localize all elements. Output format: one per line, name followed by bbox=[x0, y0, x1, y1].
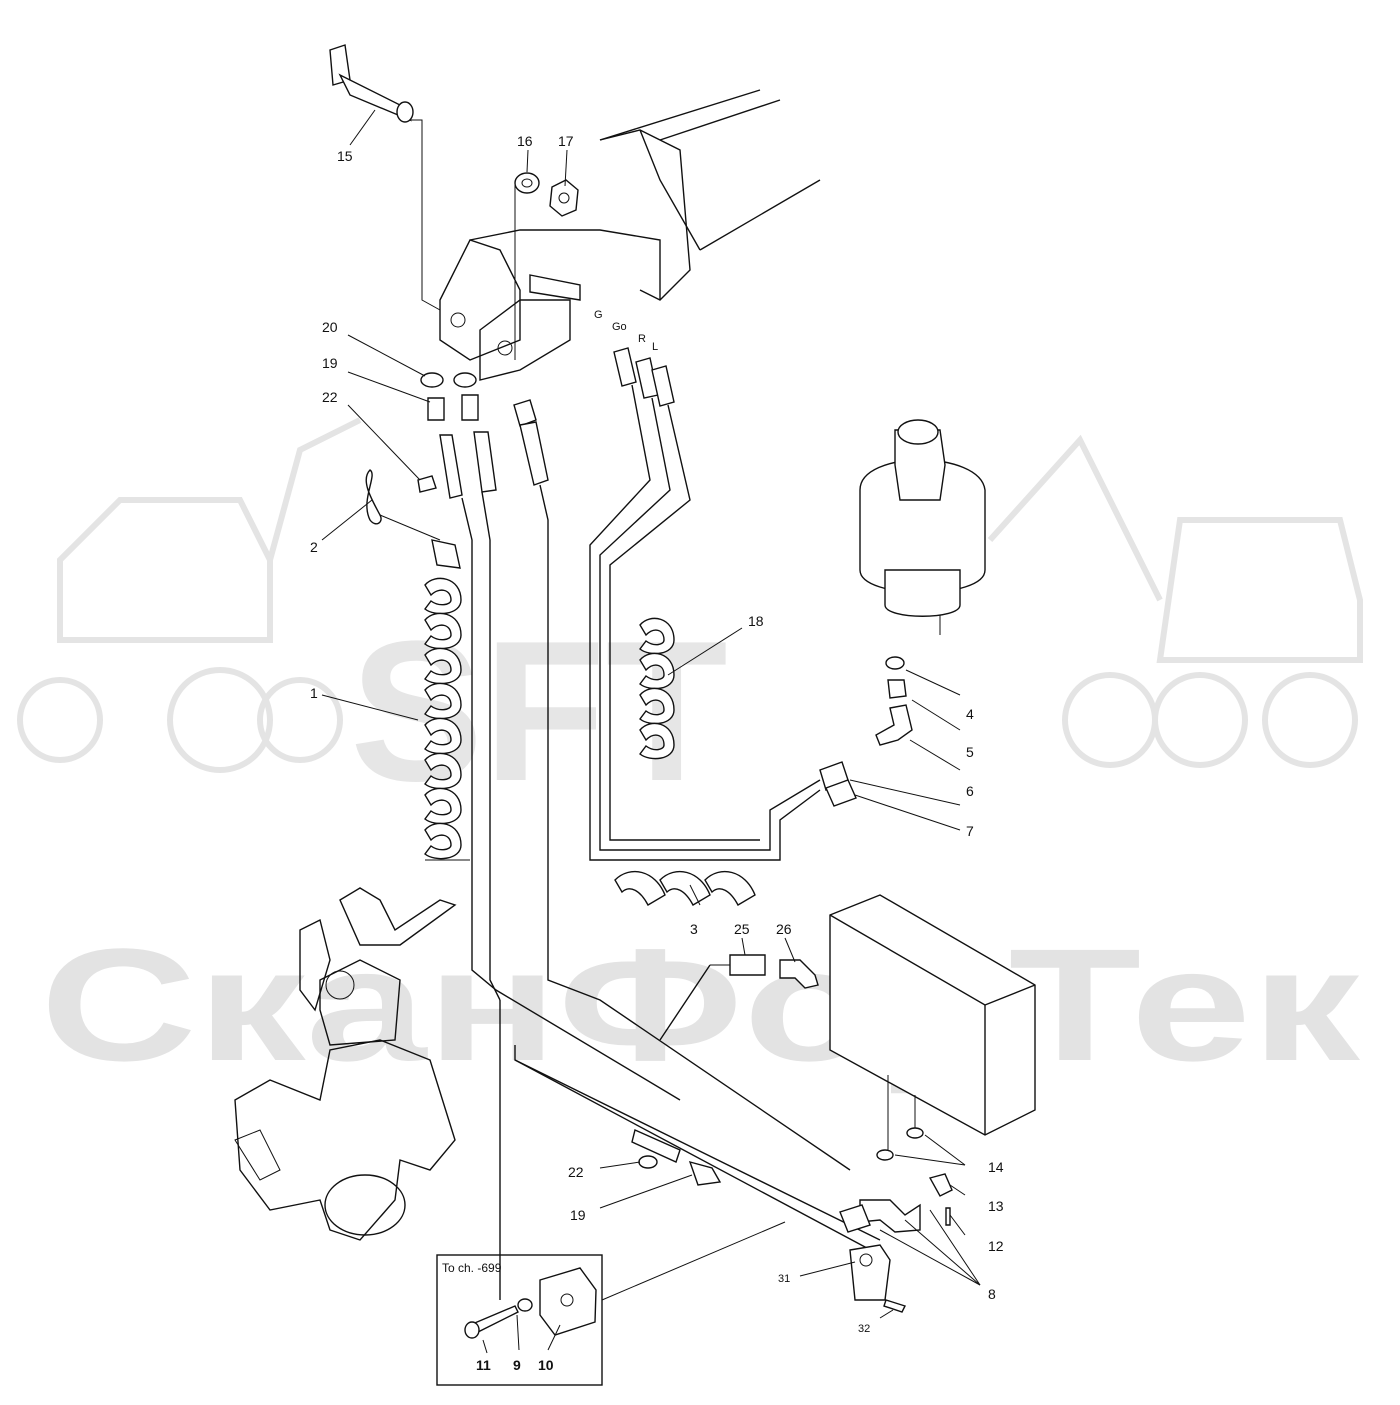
callout-17: 17 bbox=[558, 133, 574, 149]
lower-fittings-22-19 bbox=[599, 1129, 722, 1209]
callout-32: 32 bbox=[858, 1323, 870, 1335]
tank-box bbox=[829, 894, 1036, 1150]
spiral-coil bbox=[424, 787, 462, 825]
part-19-adapter bbox=[427, 397, 445, 421]
hose-mark-l: L bbox=[652, 341, 658, 353]
callout-11: 11 bbox=[476, 1357, 491, 1373]
callout-16: 16 bbox=[517, 133, 533, 149]
spiral-coil bbox=[424, 752, 462, 790]
callouts: 15 16 17 20 19 22 2 1 18 4 5 6 7 3 25 26… bbox=[310, 133, 1004, 1373]
callout-19-lower: 19 bbox=[570, 1207, 586, 1223]
callout-10: 10 bbox=[538, 1357, 554, 1373]
spiral-coil bbox=[639, 617, 675, 655]
callout-22-lower: 22 bbox=[568, 1164, 584, 1180]
callout-7: 7 bbox=[966, 823, 974, 839]
callout-14: 14 bbox=[988, 1159, 1004, 1175]
part-15-pin bbox=[329, 44, 441, 311]
callout-20: 20 bbox=[322, 319, 338, 335]
part-17-nut bbox=[549, 179, 579, 217]
cylinder-mount bbox=[859, 419, 986, 635]
spiral-coil bbox=[424, 577, 462, 615]
callout-2: 2 bbox=[310, 539, 318, 555]
callout-9: 9 bbox=[513, 1357, 521, 1373]
part-32-pin bbox=[879, 1299, 906, 1319]
part-31-bracket bbox=[799, 1244, 891, 1301]
part-3-spiral bbox=[614, 870, 756, 906]
spiral-coil bbox=[424, 612, 462, 650]
watermark-word: СканФорТек bbox=[40, 915, 1361, 1094]
callout-3: 3 bbox=[690, 921, 698, 937]
callout-1: 1 bbox=[310, 685, 318, 701]
spiral-coil bbox=[424, 717, 462, 755]
spiral-coil bbox=[424, 822, 462, 860]
callout-15: 15 bbox=[337, 148, 353, 164]
watermark-tractor-right bbox=[987, 434, 1363, 768]
upper-fittings bbox=[417, 372, 549, 499]
spiral-coil bbox=[639, 652, 675, 690]
callout-8: 8 bbox=[988, 1286, 996, 1302]
part-16-washer bbox=[514, 172, 540, 360]
callout-13: 13 bbox=[988, 1198, 1004, 1214]
callout-4: 4 bbox=[966, 706, 974, 722]
callout-26: 26 bbox=[776, 921, 792, 937]
callout-25: 25 bbox=[734, 921, 750, 937]
callout-31: 31 bbox=[778, 1273, 790, 1285]
gor-connectors bbox=[613, 347, 675, 407]
spiral-coil bbox=[639, 687, 675, 725]
watermark-tractor-left bbox=[17, 417, 362, 773]
hose-mark-go: Go bbox=[612, 321, 627, 333]
fittings-25-26 bbox=[710, 954, 819, 989]
callout-22-upper: 22 bbox=[322, 389, 338, 405]
inset-note: To ch. -699 bbox=[442, 1261, 502, 1275]
inset-box: To ch. -699 bbox=[436, 1221, 786, 1386]
spiral-coil bbox=[639, 722, 675, 760]
part-18-spiral bbox=[639, 617, 675, 760]
fittings-4-7 bbox=[819, 656, 961, 831]
callout-6: 6 bbox=[966, 783, 974, 799]
spiral-coil bbox=[424, 682, 462, 720]
callout-18: 18 bbox=[748, 613, 764, 629]
callout-19-upper: 19 bbox=[322, 355, 338, 371]
fittings-8-14 bbox=[839, 1127, 981, 1286]
spiral-coil bbox=[424, 647, 462, 685]
part-22-ring bbox=[417, 475, 437, 493]
hose-mark-r: R bbox=[638, 333, 646, 345]
callout-12: 12 bbox=[988, 1238, 1004, 1254]
part-20-seal bbox=[420, 372, 444, 388]
boom-arm bbox=[439, 89, 821, 381]
hose-lines bbox=[461, 384, 881, 1300]
callout-leaders bbox=[321, 109, 796, 963]
part-2-clip bbox=[365, 469, 441, 541]
callout-5: 5 bbox=[966, 744, 974, 760]
watermark: SFT СканФорТек bbox=[17, 417, 1363, 1094]
hose-mark-g: G bbox=[594, 309, 603, 321]
pump-assembly bbox=[234, 887, 457, 1241]
part-1-spiral-guard bbox=[424, 539, 470, 861]
hose-marks: G Go R L bbox=[594, 309, 658, 353]
